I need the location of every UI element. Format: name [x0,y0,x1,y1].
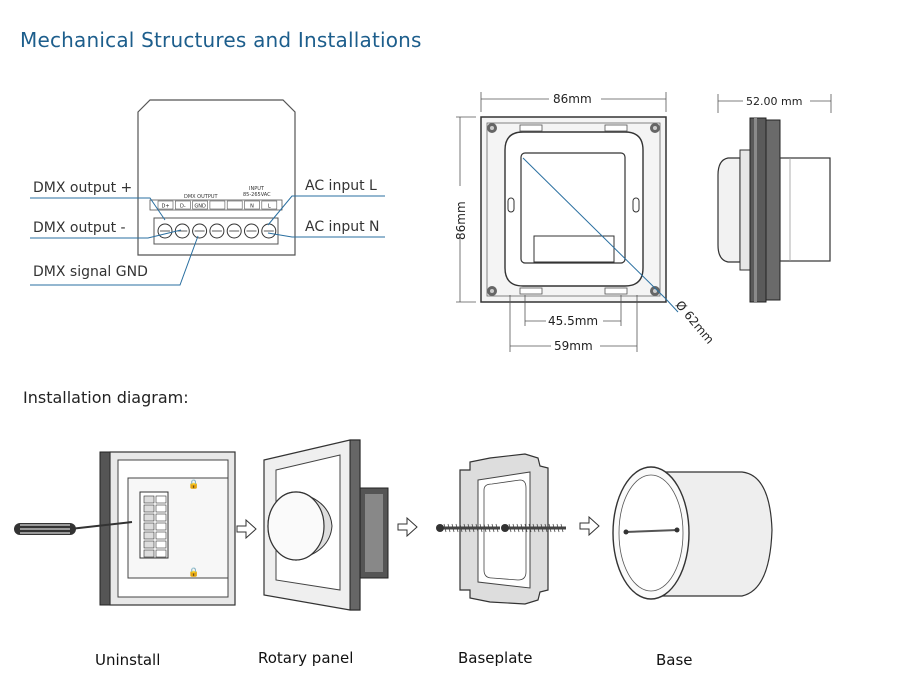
terminal-label: D+ [161,204,169,210]
dim-height-left: 86mm [454,201,468,240]
dim-width-top: 86mm [553,92,592,106]
caption-uninstall: Uninstall [95,651,161,669]
terminal-label-box [157,200,174,210]
label-dmx-output-plus: DMX output + [33,180,133,196]
wiring-module: DMX OUTPUT INPUT 85-265VAC D+ D- GND N L [30,99,385,286]
arrow-2-icon [397,516,418,538]
terminal-label-box [226,200,243,210]
step-base-drawing [612,466,773,600]
front-view: 86mm 86mm 45.5mm 59mm Ø 62mm [454,92,717,353]
label-dmx-output-minus: DMX output - [33,220,126,236]
terminal-label: N [250,204,254,210]
terminal-label-box [175,200,191,210]
dim-hole-spacing: 59mm [554,339,593,353]
arrow-3-icon [579,515,600,537]
terminal-label-box [244,200,260,210]
terminal-label: GND [194,204,206,210]
caption-base: Base [656,651,693,669]
block-label-input: INPUT [249,186,265,192]
label-dmx-signal-gnd: DMX signal GND [33,264,148,280]
dim-diameter: Ø 62mm [673,298,717,347]
dim-inner-width: 45.5mm [548,314,598,328]
terminal-label: L [268,204,271,210]
dim-depth: 52.00 mm [746,95,802,108]
step-rotary-panel-drawing [263,439,389,611]
side-view: 52.00 mm [717,94,832,303]
step-baseplate-drawing [436,453,566,605]
arrow-1-icon [236,518,257,540]
label-ac-input-n: AC input N [305,219,380,235]
terminal-label-box [209,200,226,210]
caption-baseplate: Baseplate [458,649,533,667]
svg-text:🔒: 🔒 [188,479,199,490]
block-label-dmx: DMX OUTPUT [184,194,219,200]
terminal-label-box [192,200,208,210]
block-label-voltage: 85-265VAC [243,192,271,198]
terminal-label-box [261,200,278,210]
installation-heading: Installation diagram: [23,388,189,407]
label-ac-input-l: AC input L [305,178,377,194]
page-title: Mechanical Structures and Installations [20,28,422,52]
terminal-label: D- [180,204,186,210]
svg-text:🔒: 🔒 [188,567,199,578]
caption-rotary-panel: Rotary panel [258,649,354,667]
step-uninstall-drawing: 🔒 🔒 [14,451,236,606]
